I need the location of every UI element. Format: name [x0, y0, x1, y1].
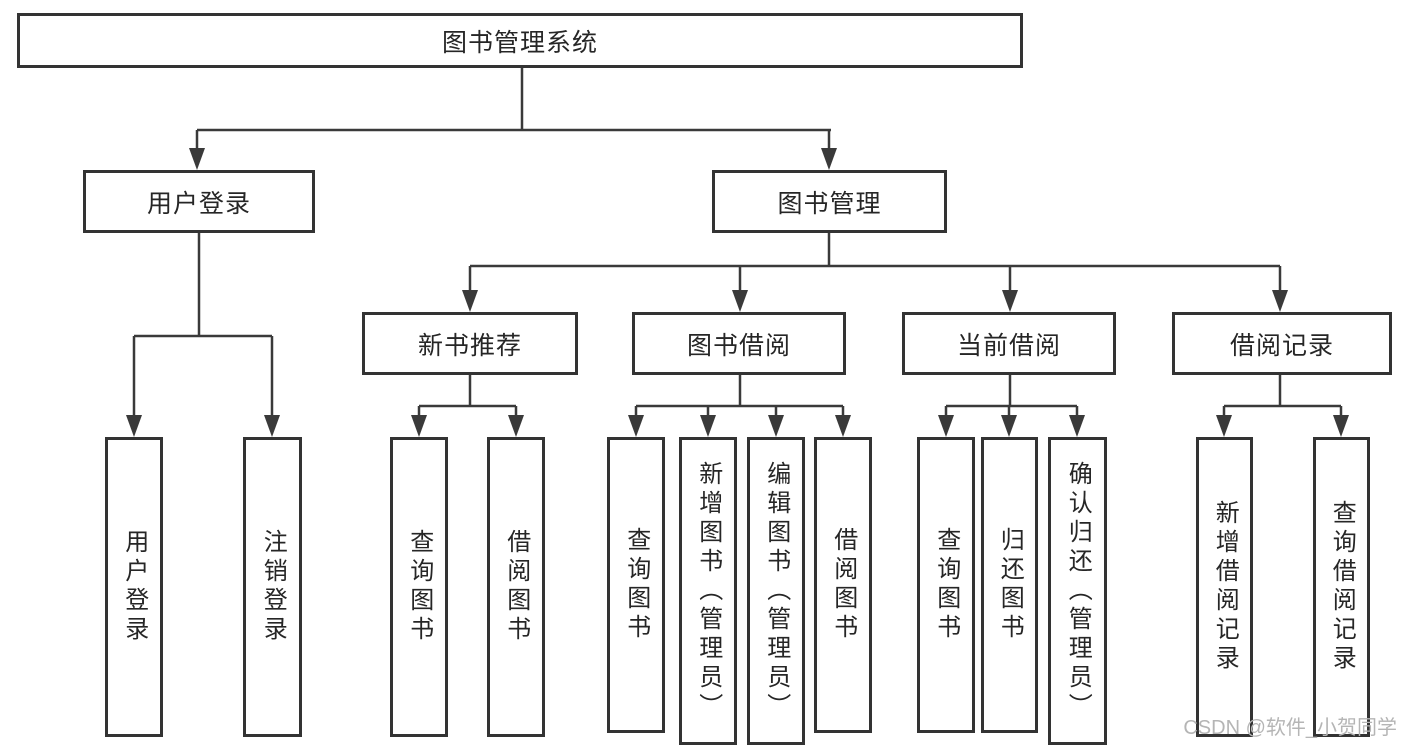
leaf-user-login-label: 用户登录 — [120, 529, 148, 645]
leaf-bb-query-book: 查询图书 — [607, 437, 665, 733]
leaf-bb-add-book-admin: 新增图书（管理员） — [679, 437, 737, 745]
leaf-user-login: 用户登录 — [105, 437, 163, 737]
leaf-nb-query-book-label: 查询图书 — [405, 529, 433, 645]
node-library-system: 图书管理系统 — [17, 13, 1023, 68]
leaf-cb-confirm-return-admin-label: 确认归还（管理员） — [1064, 460, 1092, 722]
leaf-br-add-record-label: 新增借阅记录 — [1211, 500, 1239, 674]
leaf-nb-query-book: 查询图书 — [390, 437, 448, 737]
node-book-borrow: 图书借阅 — [632, 312, 846, 375]
leaf-cb-confirm-return-admin: 确认归还（管理员） — [1048, 437, 1107, 745]
leaf-bb-edit-book-admin-label: 编辑图书（管理员） — [762, 460, 790, 722]
leaf-bb-borrow-book-label: 借阅图书 — [829, 527, 857, 643]
leaf-br-add-record: 新增借阅记录 — [1196, 437, 1253, 737]
arrow-down-icons — [126, 148, 1349, 437]
leaf-logout: 注销登录 — [243, 437, 302, 737]
node-user-login: 用户登录 — [83, 170, 315, 233]
csdn-watermark: CSDN @软件_小贺同学 — [1183, 717, 1397, 739]
node-book-management: 图书管理 — [712, 170, 947, 233]
leaf-cb-query-book: 查询图书 — [917, 437, 975, 733]
node-borrow-records: 借阅记录 — [1172, 312, 1392, 375]
leaf-nb-borrow-book: 借阅图书 — [487, 437, 545, 737]
leaf-cb-query-book-label: 查询图书 — [932, 527, 960, 643]
leaf-br-query-record-label: 查询借阅记录 — [1328, 500, 1356, 674]
leaf-bb-add-book-admin-label: 新增图书（管理员） — [694, 460, 722, 722]
leaf-logout-label: 注销登录 — [259, 529, 287, 645]
leaf-br-query-record: 查询借阅记录 — [1313, 437, 1370, 737]
node-new-book-recommend: 新书推荐 — [362, 312, 578, 375]
leaf-bb-edit-book-admin: 编辑图书（管理员） — [747, 437, 805, 745]
leaf-nb-borrow-book-label: 借阅图书 — [502, 529, 530, 645]
leaf-cb-return-book-label: 归还图书 — [996, 527, 1024, 643]
leaf-cb-return-book: 归还图书 — [981, 437, 1038, 733]
leaf-bb-query-book-label: 查询图书 — [622, 527, 650, 643]
node-current-borrow: 当前借阅 — [902, 312, 1116, 375]
leaf-bb-borrow-book: 借阅图书 — [814, 437, 872, 733]
